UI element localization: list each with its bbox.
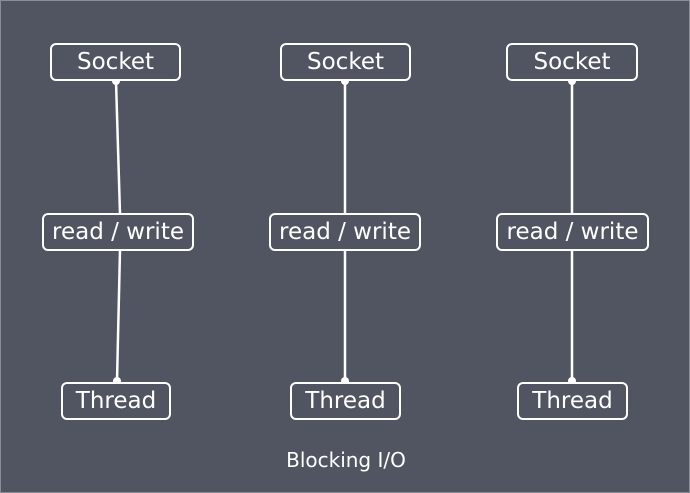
read-write-node-3: read / write	[496, 213, 649, 251]
read-write-node-2: read / write	[269, 213, 421, 251]
socket-node-2: Socket	[280, 43, 411, 81]
io-to-thread-connector	[115, 249, 122, 382]
socket-to-io-connector	[114, 80, 122, 215]
diagram-caption: Blocking I/O	[286, 448, 406, 472]
socket-node-1: Socket	[50, 43, 181, 81]
thread-node-3: Thread	[517, 382, 628, 420]
read-write-node-1: read / write	[42, 213, 194, 251]
thread-node-2: Thread	[290, 382, 401, 420]
thread-node-1: Thread	[61, 382, 171, 420]
socket-node-3: Socket	[506, 43, 638, 81]
